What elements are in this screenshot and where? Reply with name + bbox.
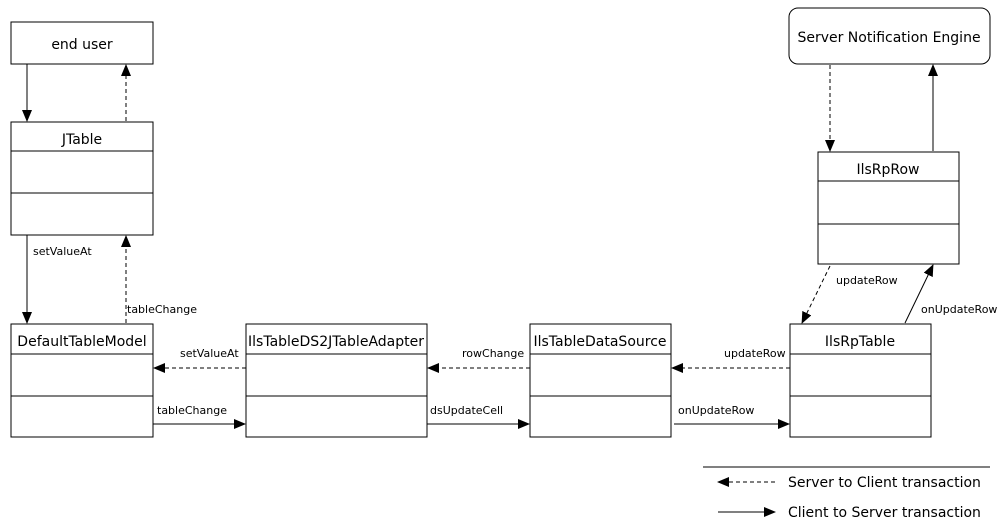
adapter-box: IlsTableDS2JTableAdapter [245,323,428,438]
label-tablechange-right: tableChange [157,404,227,417]
data-source-label: IlsTableDataSource [533,334,666,350]
label-tablechange-up: tableChange [127,303,197,316]
label-setvalueat-left: setValueAt [180,347,239,360]
default-table-model-box: DefaultTableModel [10,323,154,438]
legend: Server to Client transaction Client to S… [703,466,990,521]
arrow-updaterow-diag [801,265,831,324]
ilsrptable-box: IlsRpTable [789,323,932,438]
end-user-label: end user [51,37,113,53]
ilsrptable-label: IlsRpTable [825,334,895,350]
jtable-label: JTable [61,132,102,148]
legend-solid-label: Client to Server transaction [788,505,981,521]
arrow-onupdaterow-diag [904,264,934,324]
label-onupdaterow-diag: onUpdateRow [921,303,997,316]
server-notification-engine-label: Server Notification Engine [797,30,980,46]
server-notification-engine-box: Server Notification Engine [788,7,991,65]
legend-dashed-label: Server to Client transaction [788,475,981,491]
default-table-model-label: DefaultTableModel [17,334,146,350]
ilsrprow-box: IlsRpRow [817,151,960,265]
ilsrprow-label: IlsRpRow [856,162,919,178]
label-rowchange: rowChange [462,347,524,360]
jtable-box: JTable [10,121,154,236]
label-dsupdatecell: dsUpdateCell [430,404,503,417]
adapter-label: IlsTableDS2JTableAdapter [248,334,424,350]
label-setvalueat-down: setValueAt [33,245,92,258]
label-onupdaterow-right: onUpdateRow [678,404,754,417]
label-updaterow-diag: updateRow [836,274,898,287]
end-user-box: end user [10,21,154,65]
label-updaterow-left: updateRow [724,347,786,360]
data-source-box: IlsTableDataSource [529,323,672,438]
